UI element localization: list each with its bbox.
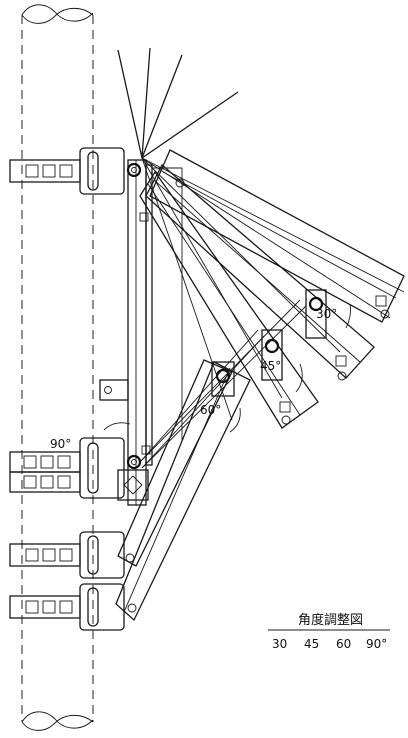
antenna-arm-90 (103, 299, 307, 622)
band-clamp-middle (9, 437, 125, 499)
antenna-arm-30 (149, 149, 405, 329)
band-clamp-lower (9, 531, 125, 579)
legend: 角度調整図 30 45 60 90° (268, 612, 390, 651)
band-clamp-bottom (9, 583, 125, 631)
angle-label-60: 60° (200, 403, 221, 417)
antenna-arm-60 (139, 170, 319, 433)
angle-label-90: 90° (50, 437, 71, 451)
legend-value-30: 30 (272, 637, 287, 651)
angle-label-45: 45° (260, 359, 281, 373)
angle-label-30: 30° (316, 307, 337, 321)
legend-title: 角度調整図 (298, 612, 363, 628)
band-clamp-top (9, 147, 125, 195)
vertical-bracket (99, 159, 183, 506)
antenna-arm-45 (145, 163, 375, 393)
pole (21, 4, 94, 731)
legend-value-45: 45 (304, 637, 319, 651)
legend-value-60: 60 (336, 637, 351, 651)
legend-value-90: 90° (366, 637, 387, 651)
